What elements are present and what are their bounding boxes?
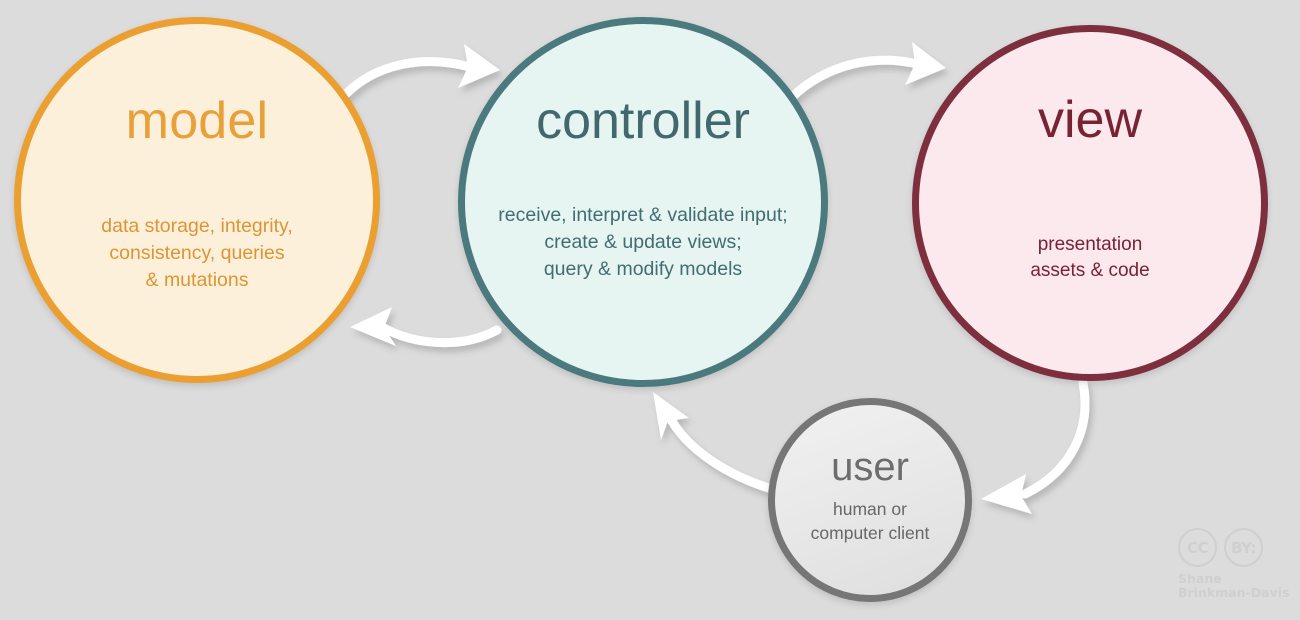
- arrow-controller-to-model: [350, 307, 502, 348]
- arrow-user-to-controller: [653, 392, 787, 497]
- node-user-desc-line: computer client: [810, 523, 930, 543]
- node-model-desc-line: consistency, queries: [109, 242, 285, 264]
- cc-icon: CC: [1178, 528, 1217, 567]
- node-controller[interactable]: controller receive, interpret & validate…: [458, 17, 828, 387]
- node-model-desc-line: & mutations: [145, 269, 249, 291]
- node-model-title: model: [125, 92, 269, 150]
- author-line: Brinkman-Davis: [1178, 585, 1290, 600]
- arrow-controller-to-view: [787, 42, 946, 102]
- arrow-model-to-controller: [337, 44, 500, 103]
- node-model[interactable]: model data storage, integrity, consisten…: [14, 17, 380, 383]
- author-attribution: Shane Brinkman-Davis: [1178, 572, 1290, 600]
- license-marks: CC BY:: [1178, 528, 1290, 567]
- node-model-desc-line: data storage, integrity,: [101, 215, 293, 237]
- node-controller-desc-line: receive, interpret & validate input;: [498, 204, 788, 226]
- creative-commons-watermark: CC BY: Shane Brinkman-Davis: [1178, 528, 1290, 608]
- node-user-description: human or computer client: [811, 497, 930, 545]
- node-model-description: data storage, integrity, consistency, qu…: [101, 213, 293, 294]
- author-line: Shane: [1178, 571, 1222, 586]
- node-view-desc-line: presentation: [1037, 234, 1143, 255]
- node-user-desc-line: human or: [833, 499, 907, 519]
- node-user-title: user: [831, 445, 909, 489]
- node-controller-desc-line: create & update views;: [544, 231, 742, 253]
- node-controller-desc-line: query & modify models: [543, 258, 743, 280]
- node-controller-title: controller: [536, 92, 750, 150]
- node-view[interactable]: view presentation assets & code: [912, 25, 1268, 381]
- node-user[interactable]: user human or computer client: [768, 398, 972, 602]
- by-icon: BY:: [1224, 528, 1263, 567]
- node-view-title: view: [1037, 91, 1143, 149]
- node-view-description: presentation assets & code: [1030, 232, 1149, 284]
- node-controller-description: receive, interpret & validate input; cre…: [498, 202, 787, 283]
- node-view-desc-line: assets & code: [1030, 260, 1150, 281]
- arrow-view-to-user: [981, 378, 1090, 514]
